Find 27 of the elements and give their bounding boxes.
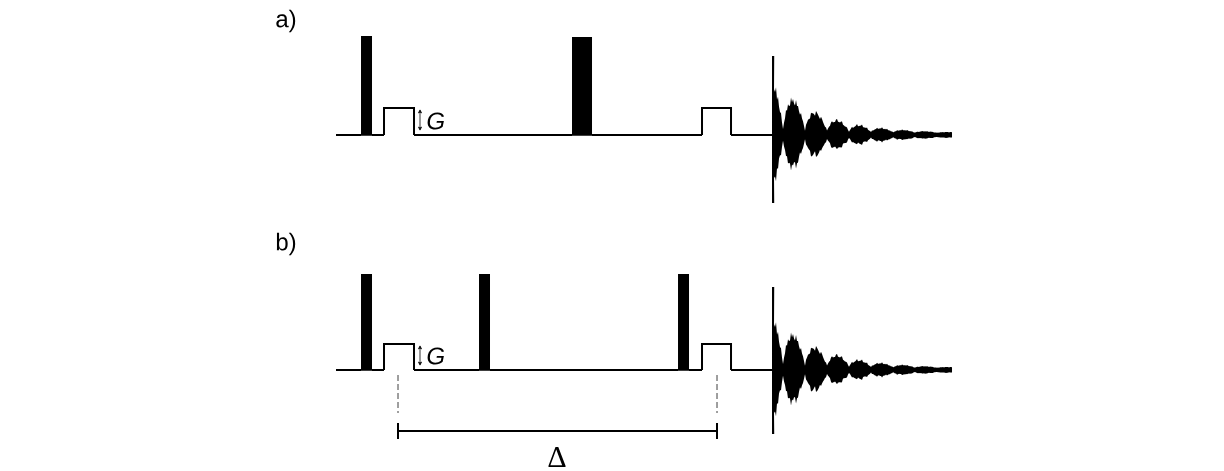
baseline-segment (730, 134, 773, 136)
gradient-pulse (701, 107, 732, 136)
gradient-pulse (383, 107, 415, 136)
rf-pulse (678, 274, 689, 371)
gradient-label: G (427, 347, 445, 365)
gradient-pulse (383, 343, 415, 371)
baseline-segment (489, 369, 679, 371)
gradient-label: G (427, 112, 445, 130)
baseline-segment (730, 369, 773, 371)
panel-label: a) (276, 9, 296, 33)
rf-pulse (572, 37, 592, 136)
delta-label: Δ (548, 447, 566, 467)
baseline-segment (591, 134, 703, 136)
baseline-segment (413, 134, 573, 136)
panel-label: b) (276, 232, 296, 256)
gradient-pulse (701, 343, 732, 371)
rf-pulse (361, 36, 372, 136)
baseline-segment (371, 134, 385, 136)
fid-signal (772, 287, 952, 434)
baseline-segment (335, 369, 362, 371)
baseline-segment (688, 369, 703, 371)
rf-pulse (361, 274, 372, 371)
fid-signal (772, 56, 952, 203)
baseline-segment (371, 369, 385, 371)
rf-pulse (479, 274, 490, 371)
baseline-segment (413, 369, 480, 371)
baseline-segment (335, 134, 362, 136)
